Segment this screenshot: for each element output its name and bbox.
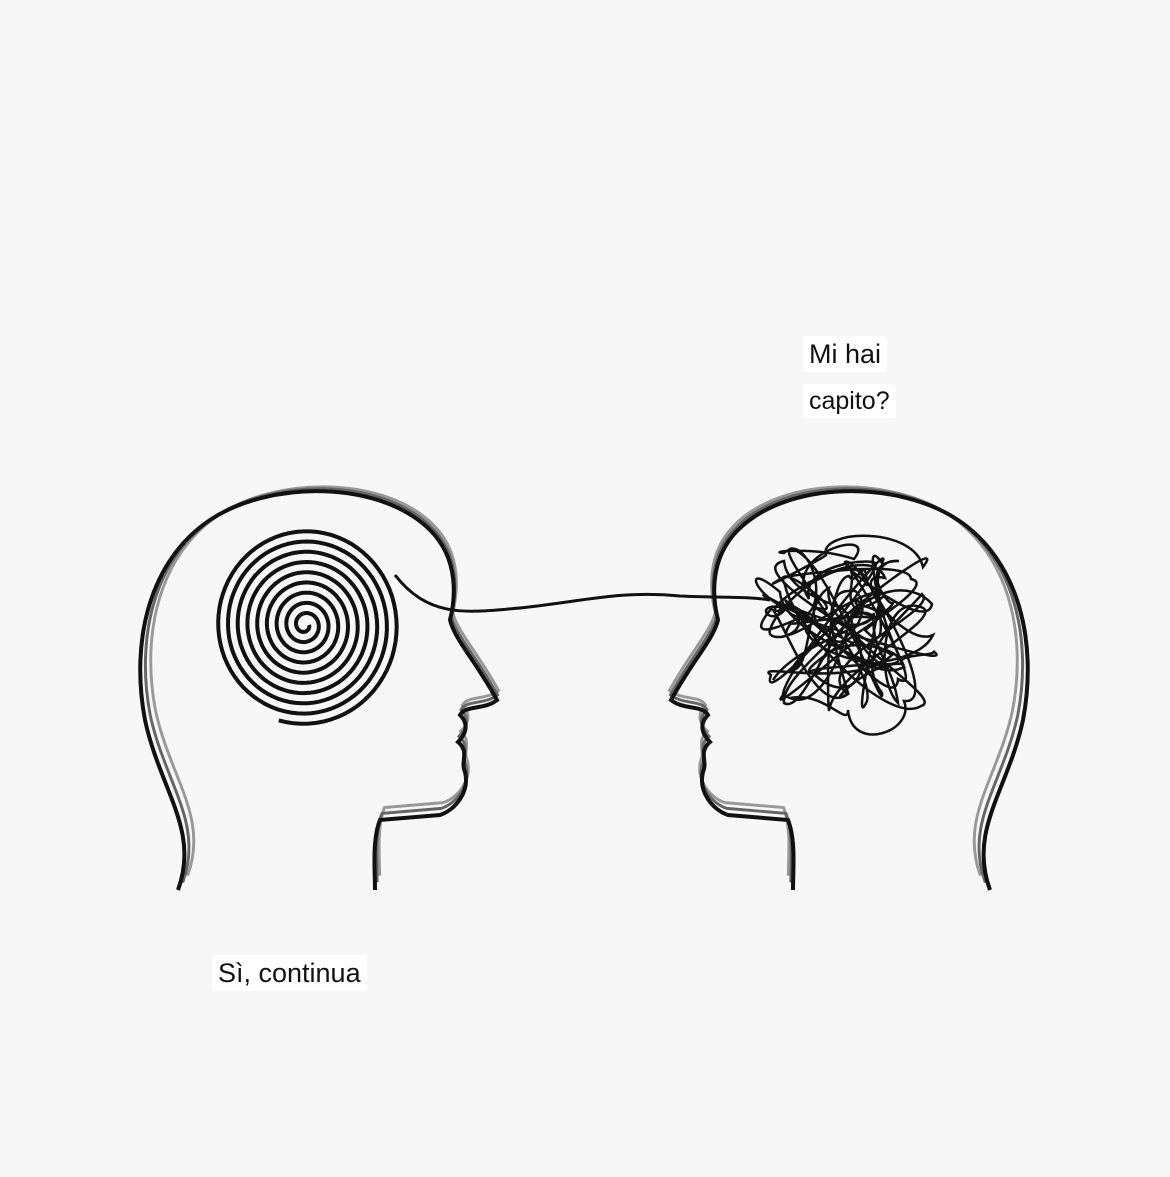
- tangled-thought: [754, 534, 938, 736]
- connecting-line: [393, 574, 771, 613]
- left-head: [138, 485, 501, 892]
- speech-text-right-line2: capito?: [803, 384, 896, 418]
- spiral-thought: [216, 529, 399, 726]
- speech-text-left: Sì, continua: [212, 955, 367, 992]
- speech-text-right-line1: Mi hai: [803, 336, 888, 373]
